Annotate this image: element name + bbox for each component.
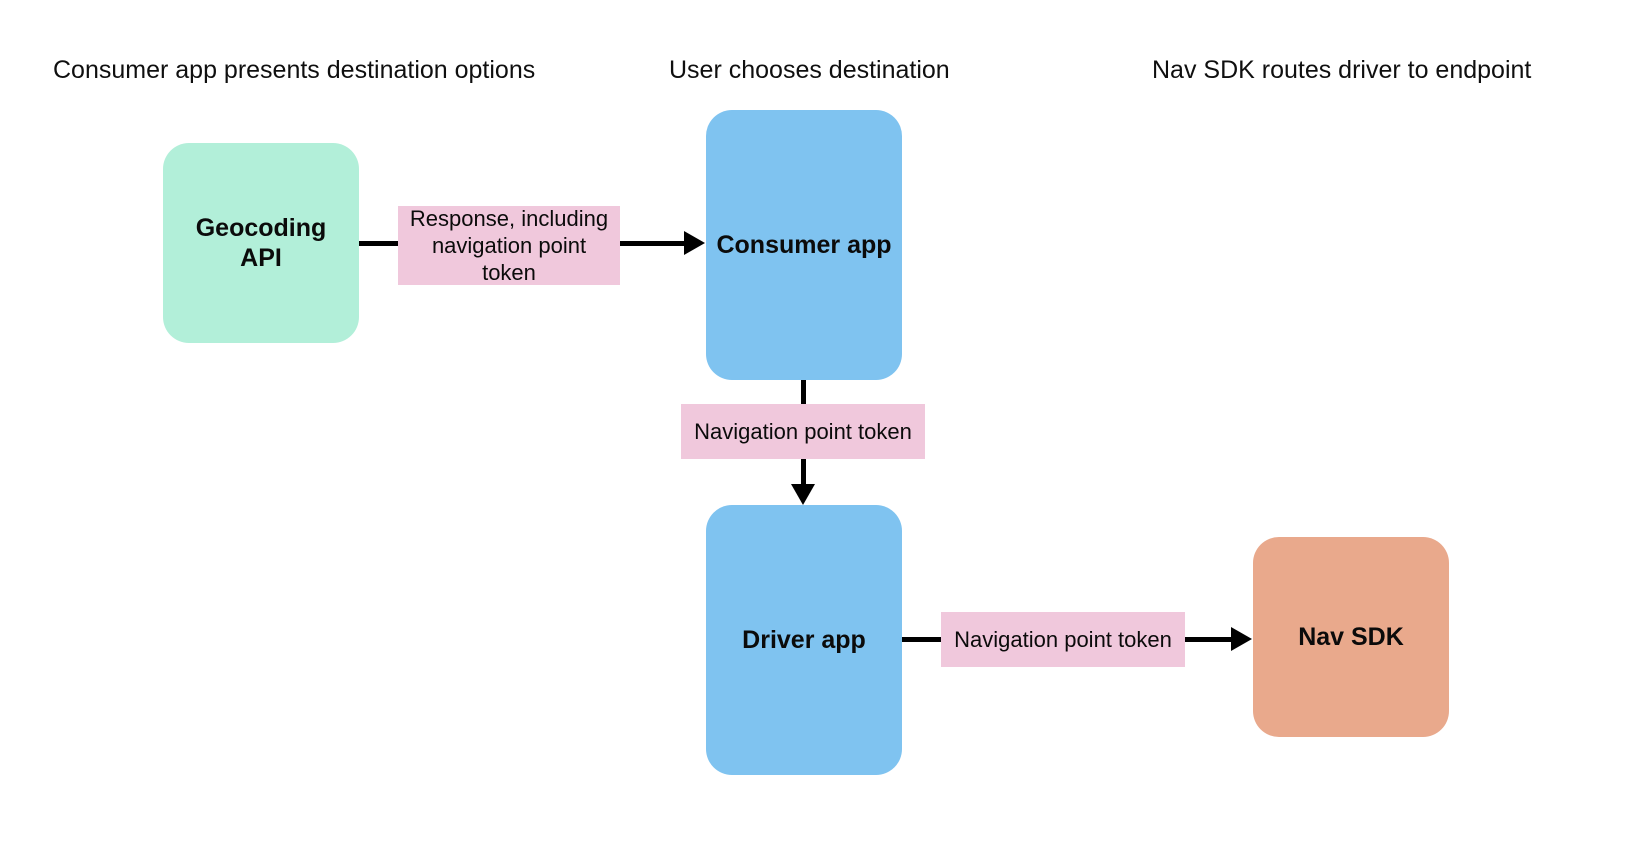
connector-label-to-consumer-app [620,241,686,246]
node-geocoding-api-label: Geocoding API [195,214,327,272]
caption-user-chooses-destination: User chooses destination [669,56,950,84]
node-consumer-app[interactable]: Consumer app [706,110,902,380]
edge-label-navigation-point-token-vertical: Navigation point token [681,404,925,459]
arrowhead-to-consumer-app [684,231,705,255]
connector-geocoding-to-label [359,241,399,246]
node-nav-sdk-label: Nav SDK [1298,623,1404,651]
edge-label-response-including-navigation-point-token: Response, including navigation point tok… [398,206,620,285]
arrowhead-to-nav-sdk [1231,627,1252,651]
edge-label-navigation-point-token-vertical-text: Navigation point token [694,419,912,444]
node-consumer-app-label: Consumer app [716,231,892,259]
node-geocoding-api[interactable]: Geocoding API [163,143,359,343]
connector-driver-app-to-label [902,637,942,642]
edge-label-navigation-point-token-horizontal: Navigation point token [941,612,1185,667]
node-driver-app-label: Driver app [742,626,866,654]
connector-label-to-nav-sdk [1185,637,1233,642]
node-nav-sdk[interactable]: Nav SDK [1253,537,1449,737]
connector-label-to-driver-app [801,459,806,487]
connector-consumer-app-to-label [801,380,806,405]
edge-label-navigation-point-token-horizontal-text: Navigation point token [954,627,1172,652]
caption-consumer-app-presents-destination-options: Consumer app presents destination option… [53,56,536,84]
node-driver-app[interactable]: Driver app [706,505,902,775]
edge-label-response-text: Response, including navigation point tok… [409,206,609,285]
arrowhead-to-driver-app [791,484,815,505]
caption-nav-sdk-routes-driver-to-endpoint: Nav SDK routes driver to endpoint [1152,56,1532,84]
